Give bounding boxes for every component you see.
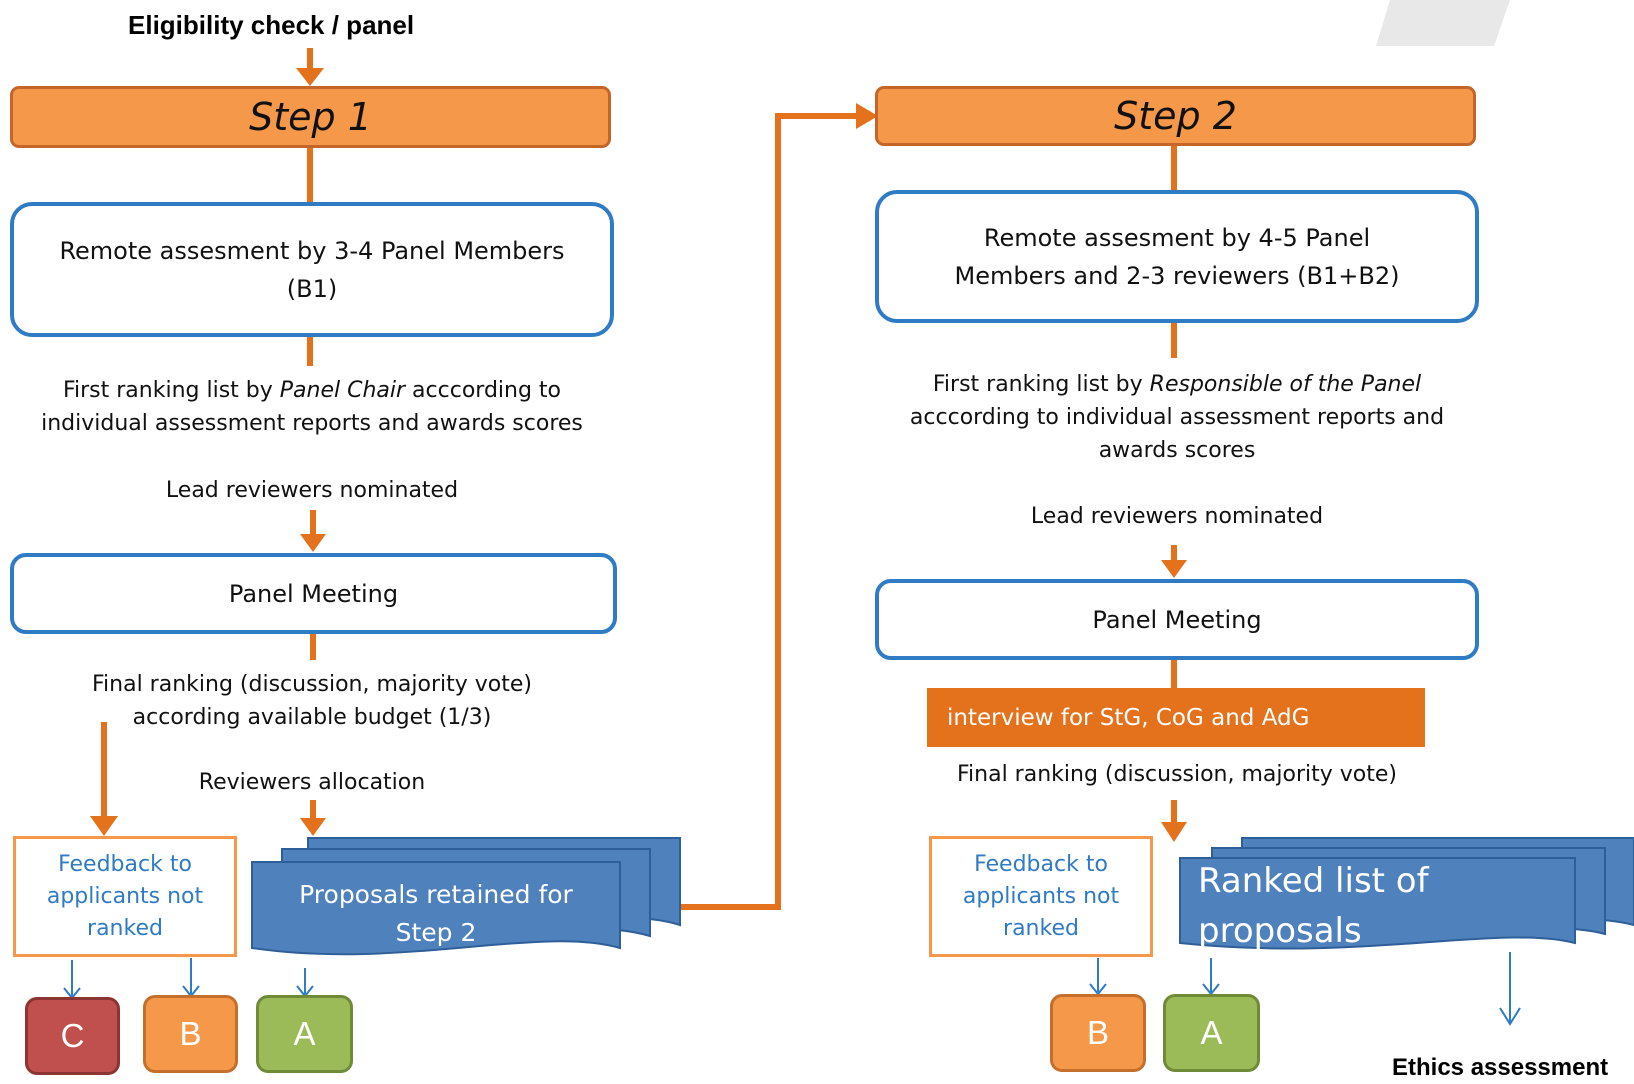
step1-feedback-line1: Feedback to	[58, 851, 192, 877]
ranked-document-stack	[1179, 837, 1634, 950]
step2-feedback-line3: ranked	[1003, 915, 1079, 941]
step1-final-line1: Final ranking (discussion, majority vote…	[91, 672, 532, 697]
arrowhead-ethics	[1499, 1007, 1521, 1026]
step2-final-ranking-text: Final ranking (discussion, majority vote…	[956, 762, 1397, 787]
ranked-line2: proposals	[1198, 911, 1362, 951]
step1-lead-reviewers: Lead reviewers nominated	[165, 478, 459, 503]
retained-proposals-label: Proposals retained for Step 2	[252, 876, 620, 952]
step2-panel-meeting: Panel Meeting	[875, 579, 1479, 660]
grade-a-badge-step1: A	[256, 995, 353, 1073]
arrowhead-eligibility	[296, 68, 324, 86]
grade-c-badge: C	[25, 997, 120, 1075]
step1-final-ranking-text: Final ranking (discussion, majority vote…	[10, 668, 614, 734]
interview-bar: interview for StG, CoG and AdG	[927, 688, 1425, 747]
arrowhead-step2	[856, 103, 878, 129]
step2-feedback-box: Feedback to applicants not ranked	[929, 836, 1153, 957]
step2-remote-line2: Members and 2-3 reviewers (B1+B2)	[954, 261, 1400, 290]
step2-header: Step 2	[875, 86, 1476, 146]
step2-feedback-line2: applicants not	[962, 883, 1120, 909]
arrowhead-meeting-1	[300, 534, 326, 552]
step1-feedback-box: Feedback to applicants not ranked	[13, 836, 237, 957]
step1-feedback-line3: ranked	[87, 915, 163, 941]
decorative-grey-shape	[1376, 0, 1510, 46]
grade-b-badge-step1: B	[143, 995, 238, 1073]
step1-header: Step 1	[10, 86, 611, 148]
step2-ranking-line3: awards scores	[1098, 438, 1256, 463]
ethics-assessment-label: Ethics assessment	[1392, 1054, 1609, 1081]
step1-ranking-line2: individual assessment reports and awards…	[41, 411, 583, 436]
step1-remote-line2: (B1)	[286, 274, 338, 303]
step2-remote-assessment-box: Remote assesment by 4-5 Panel Members an…	[875, 190, 1479, 323]
retained-document-stack	[251, 837, 681, 956]
step2-first-ranking-text: First ranking list by Responsible of the…	[875, 368, 1479, 467]
step1-feedback-line2: applicants not	[46, 883, 204, 909]
ranked-list-label: Ranked list of proposals	[1198, 856, 1578, 956]
retained-line1: Proposals retained for	[299, 880, 573, 909]
step1-first-ranking-text: First ranking list by Panel Chair acccor…	[10, 374, 614, 440]
grade-b-badge-step2: B	[1050, 994, 1146, 1072]
connector-step1-to-step2	[678, 113, 862, 910]
arrowhead-retained	[300, 818, 326, 836]
step1-ranking-prefix: First ranking list by	[62, 378, 280, 403]
step1-remote-line1: Remote assesment by 3-4 Panel Members	[59, 236, 565, 265]
retained-line2: Step 2	[395, 918, 477, 947]
step1-final-line2: according available budget (1/3)	[132, 705, 492, 730]
step2-remote-line1: Remote assesment by 4-5 Panel	[983, 223, 1371, 252]
step1-ranking-role: Panel Chair	[279, 378, 406, 403]
step1-remote-assessment-box: Remote assesment by 3-4 Panel Members (B…	[10, 202, 614, 337]
arrowhead-ranked	[1161, 822, 1187, 842]
step1-panel-meeting: Panel Meeting	[10, 553, 617, 634]
step1-ranking-suffix: acccording to	[405, 378, 562, 403]
arrowhead-feedback-1	[90, 816, 118, 836]
step2-lead-reviewers: Lead reviewers nominated	[1030, 504, 1324, 529]
ranked-line1: Ranked list of	[1198, 861, 1429, 901]
step2-ranking-prefix: First ranking list by	[932, 372, 1150, 397]
step1-reviewers-allocation: Reviewers allocation	[198, 770, 426, 795]
grade-a-badge-step2: A	[1163, 994, 1260, 1072]
step2-ranking-role: Responsible of the Panel	[1149, 372, 1422, 397]
eligibility-title: Eligibility check / panel	[128, 10, 415, 40]
step2-ranking-line2: acccording to individual assessment repo…	[909, 405, 1445, 430]
arrowhead-meeting-2	[1161, 560, 1187, 578]
step2-feedback-line1: Feedback to	[974, 851, 1108, 877]
